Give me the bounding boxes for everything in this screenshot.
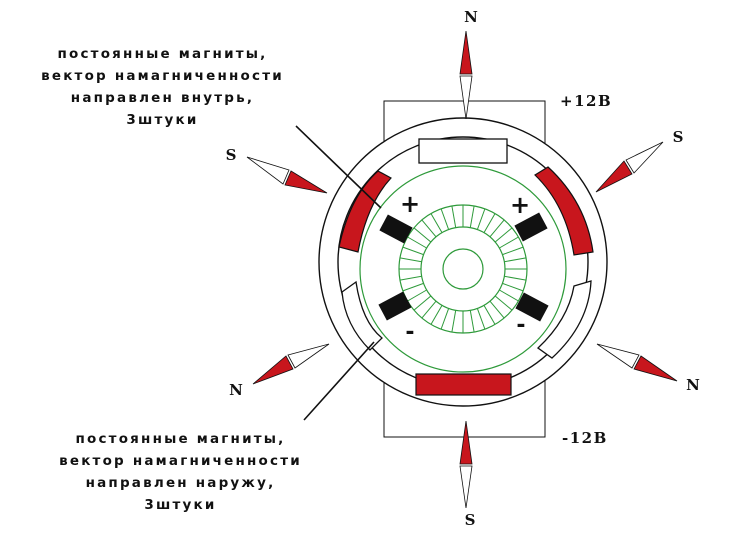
voltage-plus-label: +12В [560,92,612,110]
needle-top-white [459,75,473,120]
brush-upper-right [514,212,548,242]
brush-minus-left-label: - [405,320,414,345]
commutator-segment-line [483,213,496,233]
commutator-segment-line [494,295,513,311]
pole-lower-left-label: N [229,381,243,399]
commutator-segment-line [499,289,519,302]
needle-upper-right-white [625,141,664,174]
commutator-segment-line [399,275,422,281]
inward-magnet-left [338,170,392,253]
commutator-segment-line [421,300,437,319]
caption-line: вектор намагниченности [41,68,284,84]
pole-upper-right-label: S [673,128,684,146]
commutator-segment-line [440,308,450,330]
needle-lower-left-red [252,355,294,385]
outward-magnets [341,138,592,359]
commutator-segment-line [413,295,432,311]
commutator-segment-line [407,289,427,302]
pole-upper-left-label: S [226,146,237,164]
needle-upper-right-red [595,160,633,193]
caption-line: постоянные магниты, [57,46,268,62]
outward-magnet-left [341,280,383,351]
compass-needles [246,30,678,509]
pole-top-label: N [464,8,478,26]
rotor-outer-circle [359,165,567,373]
commutator-segment-line [440,208,450,230]
commutator-segment-line [489,219,505,238]
rotor [359,165,567,373]
outward-magnet-right [536,280,592,359]
commutator-segment-line [407,236,427,249]
caption-line: постоянные магниты, [75,431,286,447]
commutator-segment-line [483,305,496,325]
brush-lower-right [515,292,549,322]
commutator-segment-line [489,300,505,319]
commutator-segment-line [494,227,513,243]
commutator-segment-line [451,205,457,228]
inward-magnet-bottom [415,373,512,396]
commutator-segment-line [469,310,475,333]
brush-plus-right-label: + [510,191,530,219]
shaft [442,248,484,290]
brush-upper-left [379,214,413,244]
leader-line-inward [295,125,382,209]
commutator-segment-line [402,282,424,292]
pole-bottom-label: S [465,511,476,529]
commutator-segment-line [502,282,524,292]
brush-plus-left-label: + [400,190,420,218]
needle-upper-left-white [246,156,290,185]
commutator-segment-line [499,236,519,249]
commutator-segment-line [469,205,475,228]
needle-upper-left-red [284,170,328,194]
needle-lower-left-white [287,343,330,369]
leader-line-outward [303,341,375,421]
brush-minus-right-label: - [516,313,525,338]
commutator-segment-line [430,213,443,233]
commutator-segments [399,205,527,333]
commutator-segment-line [421,219,437,238]
needle-bottom-red [459,420,473,465]
commutator-segment-line [430,305,443,325]
needle-lower-right-white [596,343,640,369]
caption-line: 3штуки [144,497,217,513]
caption-line: 3штуки [126,112,199,128]
commutator-segment-line [399,257,422,263]
outward-magnet-top [418,138,508,164]
needle-bottom-white [459,465,473,509]
commutator-segment-line [502,246,524,256]
voltage-minus-label: -12В [562,429,608,447]
caption-line: направлен наружу, [85,475,276,491]
caption-line: вектор намагниченности [59,453,302,469]
brushes: + + - - [378,190,549,345]
commutator-segment-line [504,257,527,263]
commutator-segment-line [402,246,424,256]
commutator-segment-line [476,208,486,230]
commutator-segment-line [413,227,432,243]
commutator-segment-line [476,308,486,330]
caption-line: направлен внутрь, [70,90,255,106]
inward-magnets-caption: постоянные магниты, вектор намагниченнос… [20,43,305,131]
inward-magnet-right [534,166,594,256]
needle-lower-right-red [633,355,678,382]
outward-magnets-caption: постоянные магниты, вектор намагниченнос… [38,428,323,516]
needle-top-red [459,30,473,75]
commutator-segment-line [451,310,457,333]
commutator-segment-line [504,275,527,281]
pole-lower-right-label: N [686,376,700,394]
brush-lower-left [378,291,412,321]
inward-magnets [338,166,594,396]
